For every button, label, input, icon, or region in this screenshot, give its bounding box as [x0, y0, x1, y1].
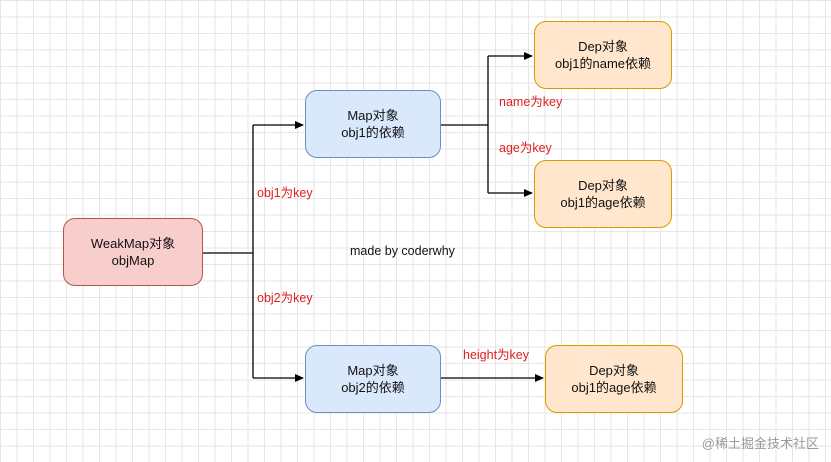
watermark: @稀土掘金技术社区: [701, 436, 819, 451]
map-obj1-node[interactable]: Map对象 obj1的依赖: [305, 90, 441, 158]
map-obj2-node[interactable]: Map对象 obj2的依赖: [305, 345, 441, 413]
map-obj1-node-title: Map对象: [347, 108, 399, 123]
dep-name-node[interactable]: Dep对象 obj1的name依赖: [534, 21, 672, 89]
dep-name-node-subtitle: obj1的name依赖: [554, 56, 652, 71]
dep-age-node[interactable]: Dep对象 obj1的age依赖: [534, 160, 672, 228]
dep-age-node-subtitle: obj1的age依赖: [560, 195, 646, 210]
dep-height-node-title: Dep对象: [589, 363, 639, 378]
edge-label-height-key: height为key: [463, 348, 530, 362]
map-obj1-node-subtitle: obj1的依赖: [341, 125, 405, 140]
edge-label-obj1-key: obj1为key: [257, 186, 313, 200]
weakmap-node-subtitle: objMap: [111, 253, 155, 268]
edge-label-name-key: name为key: [499, 95, 563, 109]
weakmap-node-title: WeakMap对象: [90, 236, 176, 251]
map-obj2-node-title: Map对象: [347, 363, 399, 378]
author-note: made by coderwhy: [350, 244, 455, 258]
dep-name-node-title: Dep对象: [578, 39, 628, 54]
edge-label-obj2-key: obj2为key: [257, 291, 313, 305]
dep-height-node-subtitle: obj1的age依赖: [571, 380, 657, 395]
map-obj2-node-subtitle: obj2的依赖: [341, 380, 405, 395]
weakmap-node[interactable]: WeakMap对象 objMap: [63, 218, 203, 286]
dep-height-node[interactable]: Dep对象 obj1的age依赖: [545, 345, 683, 413]
dep-age-node-title: Dep对象: [578, 178, 628, 193]
edge-label-age-key: age为key: [499, 141, 552, 155]
